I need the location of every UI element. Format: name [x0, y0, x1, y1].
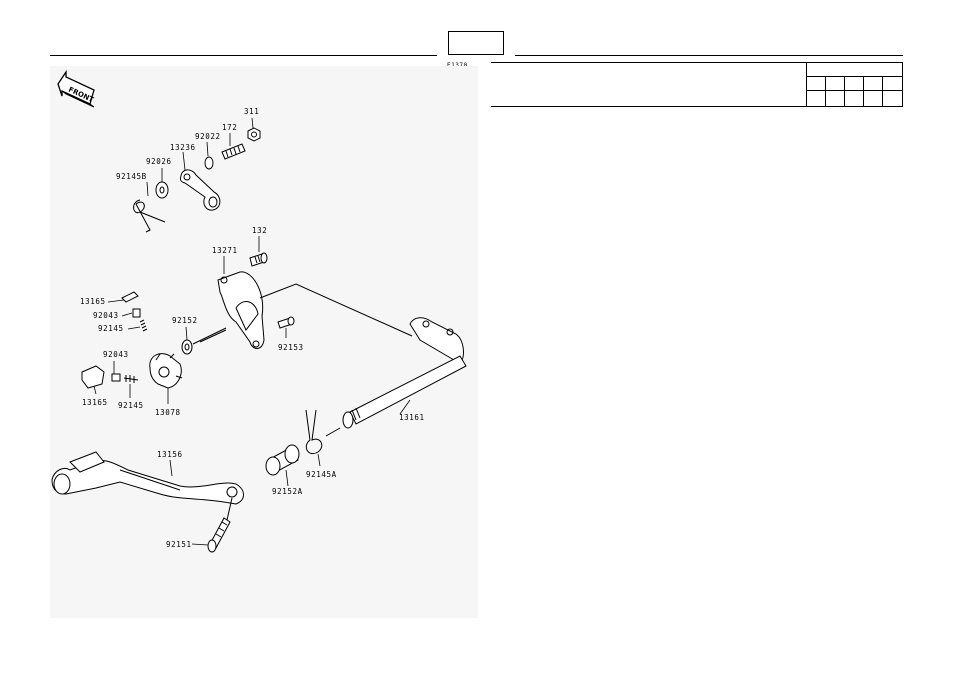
pin-92043-top [132, 308, 141, 318]
spring-92145-bottom [123, 375, 139, 383]
title-table [491, 62, 903, 107]
part-label-13165-bottom: 13165 [82, 398, 108, 407]
alignment-line-3 [199, 329, 227, 343]
bolt-92153 [277, 316, 295, 329]
part-label-92145-top: 92145 [98, 324, 124, 333]
part-label-92022: 92022 [195, 132, 221, 141]
part-label-92145-bottom: 92145 [118, 401, 144, 410]
washer-92022 [204, 156, 214, 170]
bolt-92151 [207, 517, 231, 553]
shift-drum-cam-13078 [149, 353, 183, 389]
alignment-line-2 [259, 283, 413, 337]
part-label-13236: 13236 [170, 143, 196, 152]
part-label-92145A: 92145A [306, 470, 337, 479]
header-rule-right [515, 55, 903, 56]
part-label-172: 172 [222, 123, 237, 132]
tie-rod-172 [221, 143, 246, 160]
shift-shaft-13161 [342, 317, 467, 429]
part-label-92152: 92152 [172, 316, 198, 325]
page-reference-box [448, 31, 504, 55]
pin-13165-bottom [81, 365, 105, 389]
washer-92026 [155, 181, 169, 199]
part-label-13271: 13271 [212, 246, 238, 255]
part-label-92043-top: 92043 [93, 311, 119, 320]
spring-92145B [133, 199, 166, 233]
nut-311 [247, 127, 261, 142]
alignment-line-5 [226, 497, 233, 521]
shift-pedal-13156 [51, 451, 244, 505]
alignment-line-4 [325, 427, 341, 437]
spring-92145A [305, 409, 323, 454]
part-label-92043-bottom: 92043 [103, 350, 129, 359]
alignment-line-1 [192, 327, 227, 345]
part-label-92026: 92026 [146, 157, 172, 166]
pin-13165-top [121, 291, 139, 303]
washer-92152 [181, 339, 193, 355]
shift-lever-13236 [180, 169, 221, 211]
part-label-13078: 13078 [155, 408, 181, 417]
part-label-92152A: 92152A [272, 487, 303, 496]
header-rule-left [50, 55, 437, 56]
part-label-13161: 13161 [399, 413, 425, 422]
figure-code: E1370 [447, 62, 468, 69]
part-label-132: 132 [252, 226, 267, 235]
part-label-13165-top: 13165 [80, 297, 106, 306]
part-label-92145B: 92145B [116, 172, 147, 181]
part-label-92153: 92153 [278, 343, 304, 352]
part-label-92151: 92151 [166, 540, 192, 549]
part-labels: 311 172 92022 13236 92026 92145B 132 132… [80, 107, 425, 549]
pin-92043-bottom [111, 373, 121, 382]
part-label-13156: 13156 [157, 450, 183, 459]
collar-92152A [265, 444, 300, 476]
front-arrow-icon: FRONT [57, 69, 95, 108]
model-applicability-grid [806, 62, 903, 107]
part-label-311: 311 [244, 107, 259, 116]
leader-lines [93, 117, 411, 546]
bolt-132 [249, 252, 268, 267]
guide-plate-13271 [217, 271, 265, 349]
spring-92145-top [139, 319, 148, 332]
